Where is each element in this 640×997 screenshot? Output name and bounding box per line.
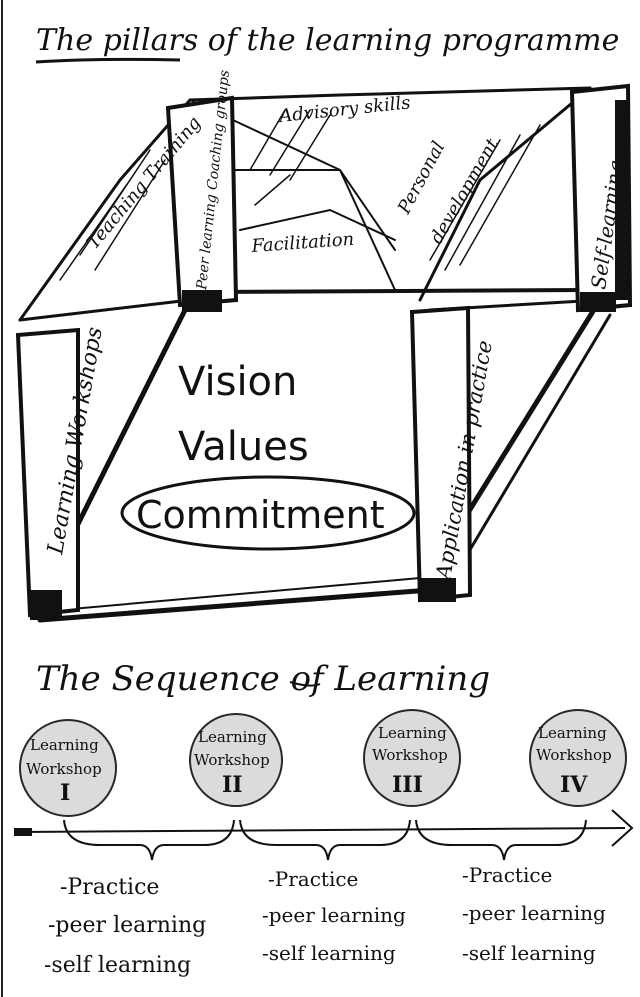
activity-3-practice: -Practice	[462, 863, 552, 887]
center-commitment: Commitment	[136, 493, 385, 537]
workshop-label-3a: Learning	[378, 724, 447, 742]
activity-1-peer: -peer learning	[48, 913, 206, 938]
pillar-learning-workshops: Learning Workshops	[15, 325, 108, 620]
activity-1-practice: -Practice	[60, 875, 159, 900]
pillar-self-learning: Self-learning	[569, 83, 633, 313]
timeline-line	[19, 827, 626, 833]
roof-label-facilitation: Facilitation	[250, 229, 355, 257]
workshop-label-4b: Workshop	[536, 746, 612, 764]
center-values: Values	[178, 424, 309, 470]
workshop-3: Learning Workshop III	[363, 709, 461, 807]
activity-block-3: -Practice -peer learning -self learning	[462, 863, 606, 965]
activity-2-practice: -Practice	[268, 867, 358, 891]
workshop-1: Learning Workshop I	[19, 719, 117, 817]
workshop-label-2a: Learning	[198, 728, 267, 746]
commitment-oval	[120, 475, 416, 551]
activity-1-self: -self learning	[44, 953, 191, 978]
workshop-label-1a: Learning	[30, 736, 99, 754]
timeline-start	[14, 828, 32, 836]
interval-braces	[63, 819, 587, 861]
title-underline	[35, 57, 181, 64]
activity-block-1: -Practice -peer learning -self learning	[44, 875, 206, 978]
workshop-numeral-4: IV	[560, 772, 588, 798]
activity-2-self: -self learning	[262, 941, 396, 965]
workshop-numeral-1: I	[60, 780, 70, 806]
sequence-title: The Sequence of Learning	[36, 659, 490, 699]
sequence-underline	[289, 681, 321, 687]
workshop-numeral-2: II	[222, 772, 243, 798]
workshop-4: Learning Workshop IV	[529, 709, 627, 807]
workshop-label-4a: Learning	[538, 724, 607, 742]
workshop-label-3b: Workshop	[372, 746, 448, 764]
pillar-application-in-practice: Application in practice	[409, 305, 497, 603]
pillar-peer-learning: Peer learning Coaching groups	[165, 69, 239, 312]
page-title: The pillars of the learning programme	[36, 23, 619, 58]
activity-3-self: -self learning	[462, 941, 596, 965]
timeline-arrow-icon	[611, 809, 634, 847]
center-vision: Vision	[178, 359, 297, 405]
roof-label-personal: Personal	[393, 138, 449, 218]
activity-3-peer: -peer learning	[462, 901, 606, 925]
workshop-label-2b: Workshop	[194, 751, 270, 769]
activity-2-peer: -peer learning	[262, 903, 406, 927]
structure-frame	[18, 86, 612, 623]
workshop-label-1b: Workshop	[26, 760, 102, 778]
workshop-numeral-3: III	[392, 772, 423, 798]
activity-block-2: -Practice -peer learning -self learning	[262, 867, 406, 965]
workshop-2: Learning Workshop II	[189, 713, 283, 807]
